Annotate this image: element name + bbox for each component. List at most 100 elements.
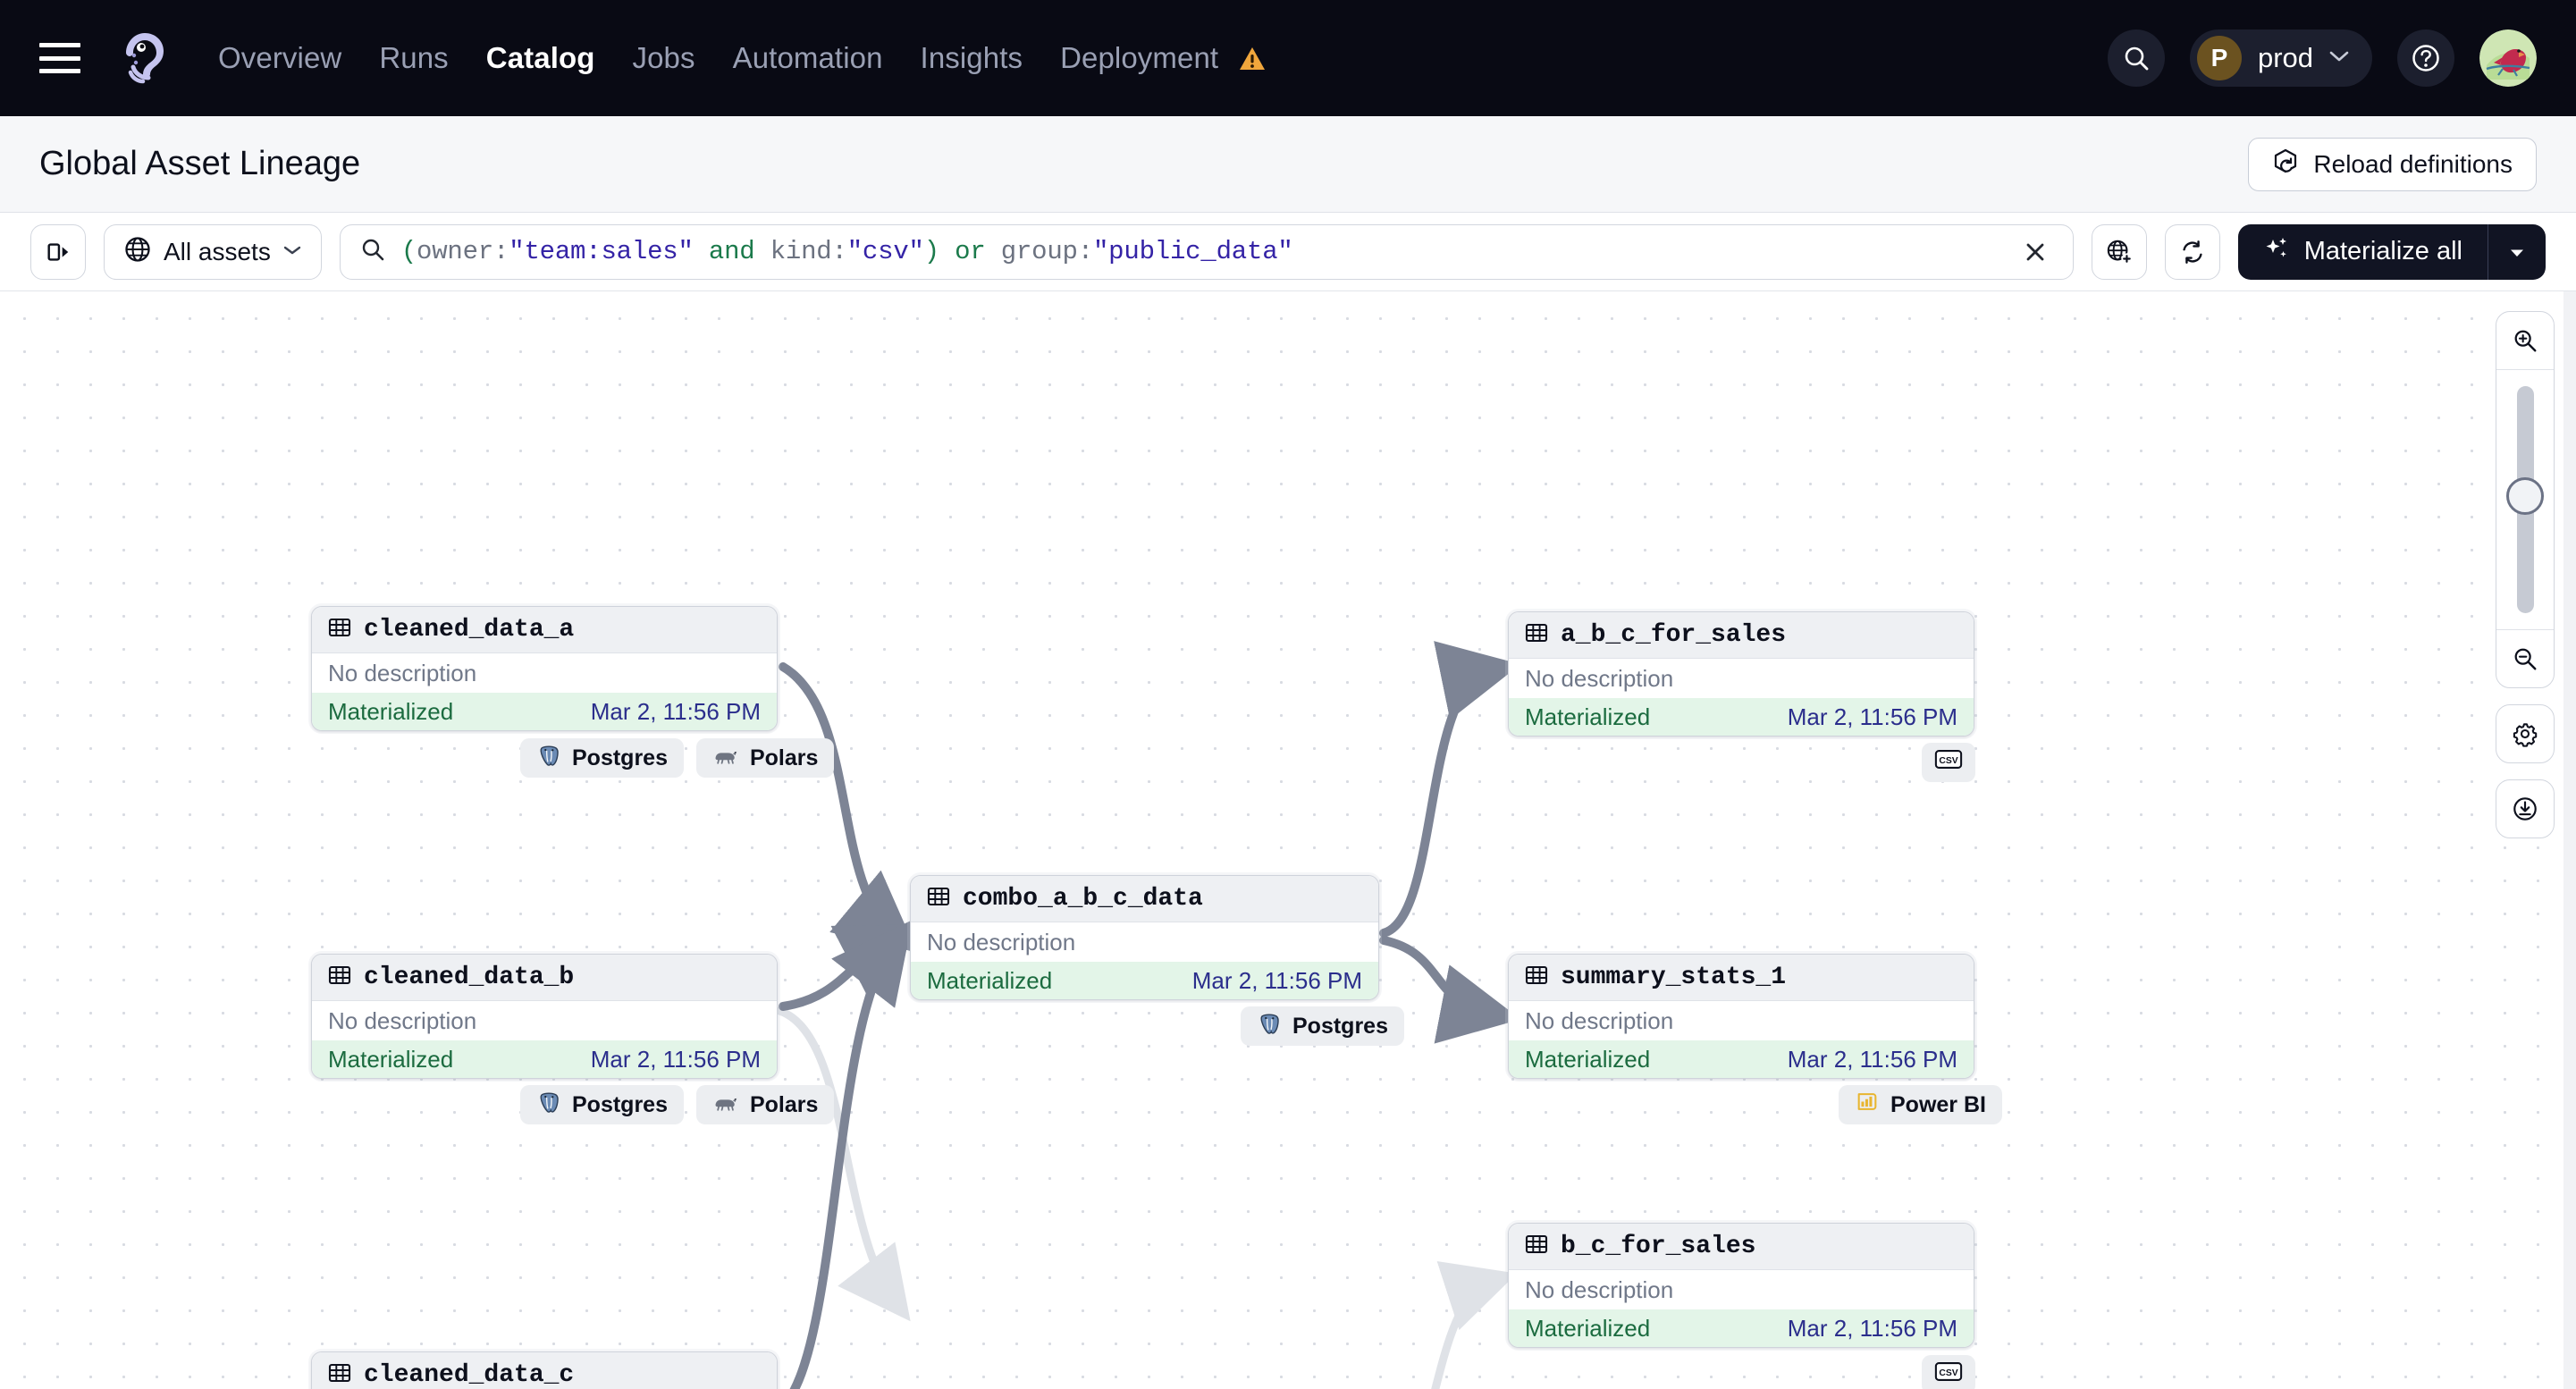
reload-definitions-label: Reload definitions (2313, 149, 2513, 178)
sparkles-icon (2263, 235, 2290, 269)
query-token-attr: owner: (417, 237, 509, 266)
zoom-in-icon[interactable] (2496, 312, 2554, 369)
dagster-logo-icon[interactable] (114, 26, 179, 90)
kind-tag-power-bi[interactable]: Power BI (1839, 1085, 2002, 1124)
close-x-icon[interactable] (2016, 232, 2055, 272)
asset-node[interactable]: cleaned_data_cNo descriptionMaterialized… (311, 1351, 778, 1389)
download-circle-icon[interactable] (2496, 779, 2555, 838)
vertical-scrollbar[interactable] (2563, 291, 2576, 1389)
help-circle-icon[interactable] (2397, 29, 2454, 87)
caret-down-icon (2511, 249, 2523, 257)
asset-search-box[interactable]: (owner:"team:sales" and kind:"csv") or g… (339, 223, 2074, 280)
reload-definitions-button[interactable]: Reload definitions (2248, 137, 2537, 191)
nav-link-insights[interactable]: Insights (921, 41, 1023, 75)
asset-kind-tags: CSV (1922, 1355, 1975, 1389)
materialize-all-button-group[interactable]: Materialize all (2237, 223, 2546, 280)
warning-triangle-icon (1239, 44, 1266, 70)
asset-kind-tags: Postgres Polars (520, 738, 835, 778)
asset-node-description: No description (312, 653, 777, 693)
status-badge: Materialized (927, 966, 1053, 994)
edge-cleaned-c-to-combo-abc (789, 920, 913, 1389)
zoom-out-icon[interactable] (2496, 630, 2554, 687)
kind-tag-csv[interactable]: CSV (1922, 743, 1975, 782)
kind-tag-label: Postgres (1292, 1013, 1388, 1039)
asset-filter-dropdown[interactable]: All assets (104, 223, 322, 280)
kind-tag-label: Postgres (572, 1091, 668, 1117)
asset-node-header: cleaned_data_a (312, 607, 777, 653)
asset-kind-tags: Power BI (1839, 1085, 2002, 1124)
query-token-val: "team:sales" (509, 237, 694, 266)
divider (2496, 629, 2554, 630)
zoom-controls (2496, 311, 2555, 838)
user-avatar[interactable] (2479, 29, 2537, 87)
panel-expand-icon[interactable] (30, 223, 86, 280)
table-grid-icon (328, 616, 351, 644)
query-token-val: "public_data" (1092, 237, 1293, 266)
status-badge: Materialized (1525, 1045, 1651, 1073)
zoom-slider-thumb[interactable] (2506, 477, 2544, 515)
search-icon (360, 237, 385, 266)
query-token-op: and (693, 237, 770, 266)
materialize-dropdown-toggle[interactable] (2488, 224, 2546, 280)
nav-link-deployment[interactable]: Deployment (1060, 41, 1266, 75)
nav-link-overview[interactable]: Overview (218, 41, 341, 75)
powerbi-icon (1855, 1090, 1880, 1120)
polars-icon (712, 1090, 739, 1120)
edge-combo-abc-to-summary-1 (1379, 936, 1521, 1044)
kind-tag-postgres[interactable]: Postgres (520, 738, 684, 778)
asset-node-name: summary_stats_1 (1561, 964, 1787, 991)
nav-label-overview: Overview (218, 41, 342, 74)
kind-tag-postgres[interactable]: Postgres (1241, 1006, 1404, 1046)
materialization-timestamp: Mar 2, 11:56 PM (590, 1045, 761, 1073)
search-input[interactable]: (owner:"team:sales" and kind:"csv") or g… (401, 237, 1999, 266)
nav-link-automation[interactable]: Automation (733, 41, 883, 75)
gear-icon[interactable] (2496, 704, 2555, 763)
asset-kind-tags: CSV (1922, 743, 1975, 782)
lineage-edges (775, 641, 1521, 1389)
kind-tag-csv[interactable]: CSV (1922, 1355, 1975, 1389)
search-icon[interactable] (2107, 29, 2165, 87)
asset-node-name: cleaned_data_c (364, 1361, 575, 1389)
table-grid-icon (328, 964, 351, 991)
nav-link-jobs[interactable]: Jobs (633, 41, 695, 75)
materialize-all-label: Materialize all (2303, 237, 2462, 265)
kind-tag-postgres[interactable]: Postgres (520, 1085, 684, 1124)
deployment-selector[interactable]: P prod (2189, 29, 2372, 87)
hamburger-menu-icon[interactable] (39, 43, 80, 73)
nav-link-catalog[interactable]: Catalog (486, 41, 595, 75)
table-grid-icon (927, 885, 950, 913)
asset-node-name: b_c_for_sales (1561, 1233, 1756, 1260)
nav-link-runs[interactable]: Runs (379, 41, 448, 75)
asset-kind-tags: Postgres (1241, 1006, 1404, 1046)
materialize-all-button[interactable]: Materialize all (2238, 224, 2488, 280)
edge-cleaned-a-to-combo-abc (779, 662, 918, 953)
kind-tag-polars[interactable]: Polars (695, 1085, 835, 1124)
globe-plus-icon[interactable] (2091, 223, 2147, 280)
asset-node-header: summary_stats_1 (1509, 955, 1974, 1001)
divider (2496, 369, 2554, 370)
query-token-attr: kind: (770, 237, 847, 266)
asset-node-name: cleaned_data_b (364, 964, 575, 991)
csv-icon: CSV (1934, 1360, 1963, 1389)
page-title: Global Asset Lineage (39, 145, 361, 182)
edge-group-faded (775, 1006, 1518, 1389)
query-token-op: or (939, 237, 1001, 266)
asset-node-description: No description (911, 922, 1378, 962)
kind-tag-polars[interactable]: Polars (695, 738, 835, 778)
edge-combo-bc-to-b-c-for-sales (1431, 1261, 1518, 1389)
edge-cleaned-b-to-combo-bc (775, 1006, 911, 1322)
nav-label-runs: Runs (379, 41, 449, 74)
asset-node-description: No description (1509, 1001, 1974, 1040)
refresh-icon[interactable] (2164, 223, 2220, 280)
zoom-slider[interactable] (2496, 370, 2554, 629)
